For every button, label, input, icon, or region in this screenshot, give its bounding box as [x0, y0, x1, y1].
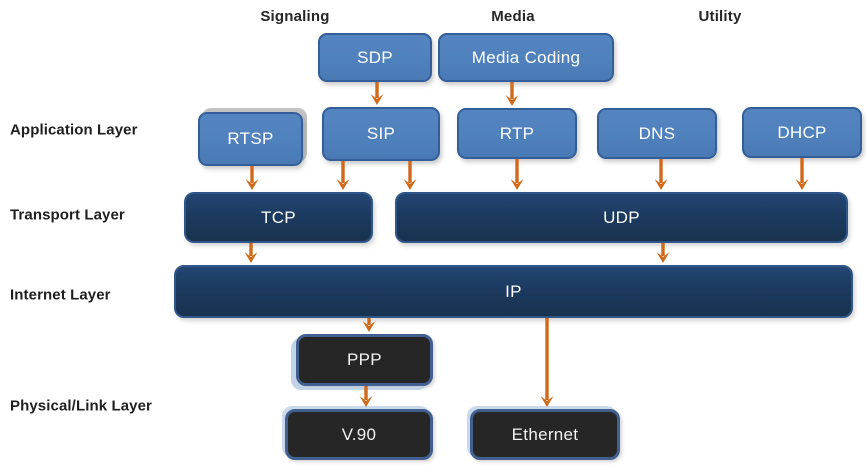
layer-label-transport: Transport Layer [10, 206, 125, 224]
column-header-signaling: Signaling [260, 8, 330, 25]
column-header-utility: Utility [698, 8, 742, 25]
layer-label-internet: Internet Layer [10, 286, 111, 304]
arrow-udp-ip [656, 243, 670, 263]
node-rtp: RTP [457, 108, 577, 159]
arrow-rtp-udp [510, 159, 524, 190]
node-ethernet: Ethernet [470, 409, 620, 460]
node-ppp: PPP [296, 334, 433, 386]
node-udp: UDP [395, 192, 848, 243]
node-rtsp: RTSP [198, 112, 303, 166]
node-sip: SIP [322, 107, 440, 161]
node-ip: IP [174, 265, 853, 318]
arrow-sdp-sip [370, 82, 384, 105]
arrow-ip-ethernet [540, 318, 554, 407]
node-v90: V.90 [285, 409, 433, 460]
node-dhcp: DHCP [742, 107, 862, 158]
node-sdp: SDP [318, 33, 432, 82]
layer-label-physical: Physical/Link Layer [10, 397, 152, 415]
arrow-rtsp-tcp [245, 166, 259, 190]
arrow-tcp-ip [244, 243, 258, 263]
arrow-media_coding-rtp [505, 82, 519, 106]
node-media-coding: Media Coding [438, 33, 614, 82]
arrow-ppp-v90 [359, 386, 373, 407]
arrow-dns-udp [654, 159, 668, 190]
node-dns: DNS [597, 108, 717, 159]
arrow-sip-udp [403, 161, 417, 190]
layer-label-application: Application Layer [10, 121, 138, 139]
arrow-sip-tcp [336, 161, 350, 190]
arrow-ip-ppp [362, 318, 376, 332]
node-tcp: TCP [184, 192, 373, 243]
arrow-dhcp-udp [795, 158, 809, 190]
column-header-media: Media [491, 8, 535, 25]
